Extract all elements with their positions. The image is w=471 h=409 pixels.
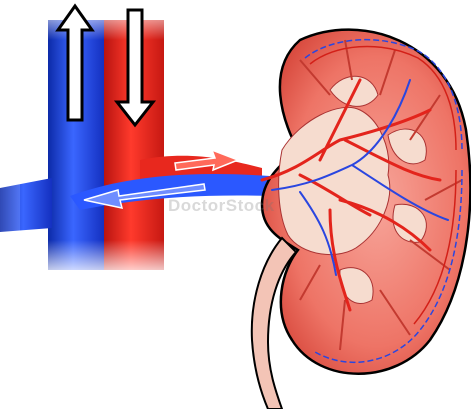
kidney: [262, 30, 470, 374]
